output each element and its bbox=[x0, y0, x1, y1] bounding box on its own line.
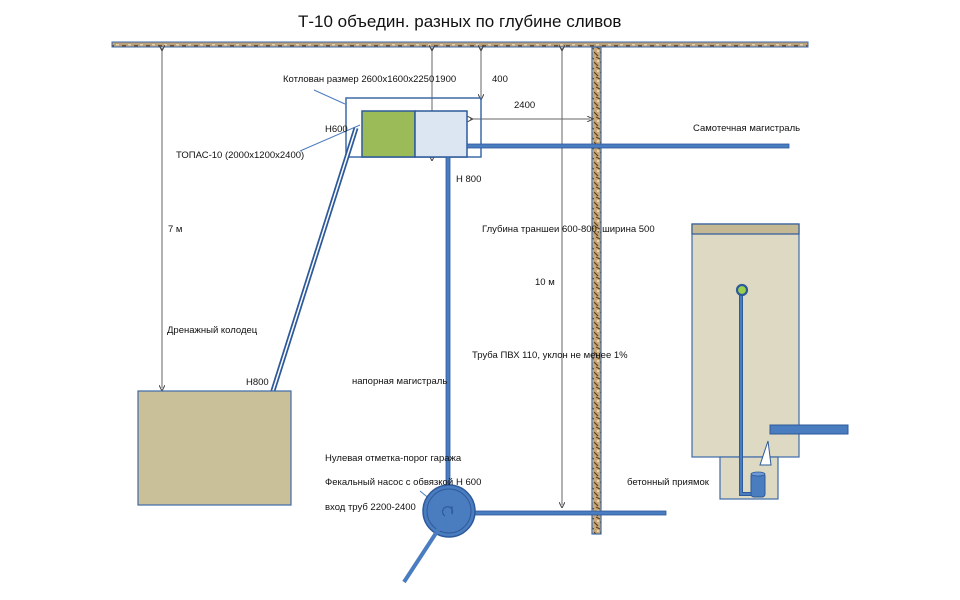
label-zero-mark: Нулевая отметка-порог гаража bbox=[325, 453, 462, 464]
label-concrete-pit: бетонный приямок bbox=[627, 477, 710, 488]
drainage-well bbox=[137, 390, 292, 506]
label-topas: ТОПАС-10 (2000х1200х2400) bbox=[176, 150, 304, 161]
pump-outlet-pipe bbox=[469, 510, 667, 516]
pump-symbol-icon bbox=[441, 506, 454, 517]
label-trench-depth: Глубина траншеи 600-800, ширина 500 bbox=[482, 224, 655, 235]
label-fecal-pump: Фекальный насос с обвязкой bbox=[325, 477, 453, 488]
sump-pump bbox=[750, 472, 766, 498]
label-dim-7m: 7 м bbox=[168, 224, 182, 235]
pit-outlet-pipe bbox=[769, 424, 849, 435]
label-dim-400: 400 bbox=[492, 74, 508, 85]
fecal-pump bbox=[422, 484, 476, 538]
label-drainage-well: Дренажный колодец bbox=[167, 325, 258, 336]
pit-riser-outlet bbox=[735, 283, 749, 297]
label-pit-size: Котлован размер 2600х1600х2250 bbox=[283, 74, 434, 85]
pump-inlet-pipe bbox=[402, 525, 442, 584]
label-gravity-main: Самотечная магистраль bbox=[693, 123, 800, 134]
topas-callout-line bbox=[299, 124, 361, 152]
gravity-main-pipe bbox=[466, 143, 790, 149]
pit-float-wedge bbox=[759, 440, 772, 466]
concrete-pit-body bbox=[691, 223, 800, 458]
label-h800-left: Н800 bbox=[246, 377, 269, 388]
label-pressure-main: напорная магистраль bbox=[352, 376, 447, 387]
trench-wall bbox=[591, 46, 602, 535]
label-h600-top: Н600 bbox=[325, 124, 348, 135]
topas-light-chamber bbox=[414, 110, 468, 158]
label-pipe-inlet: вход труб 2200-2400 bbox=[325, 502, 416, 513]
pressure-main-pipe bbox=[445, 156, 451, 498]
concrete-pit-cover bbox=[691, 223, 800, 235]
ground-surface-line bbox=[111, 41, 809, 48]
label-pipe-pvc: Труба ПВХ 110, уклон не менее 1% bbox=[472, 350, 628, 361]
label-dim-1900: 1900 bbox=[435, 74, 456, 85]
pit-callout-line bbox=[313, 89, 346, 105]
label-dim-2400: 2400 bbox=[514, 100, 535, 111]
diagram-title: Т-10 объедин. разных по глубине сливов bbox=[298, 12, 621, 31]
topas-green-chamber bbox=[361, 110, 416, 158]
label-h800-right: Н 800 bbox=[456, 174, 481, 185]
label-dim-10m: 10 м bbox=[535, 277, 555, 288]
label-h600-bottom: Н 600 bbox=[456, 477, 481, 488]
